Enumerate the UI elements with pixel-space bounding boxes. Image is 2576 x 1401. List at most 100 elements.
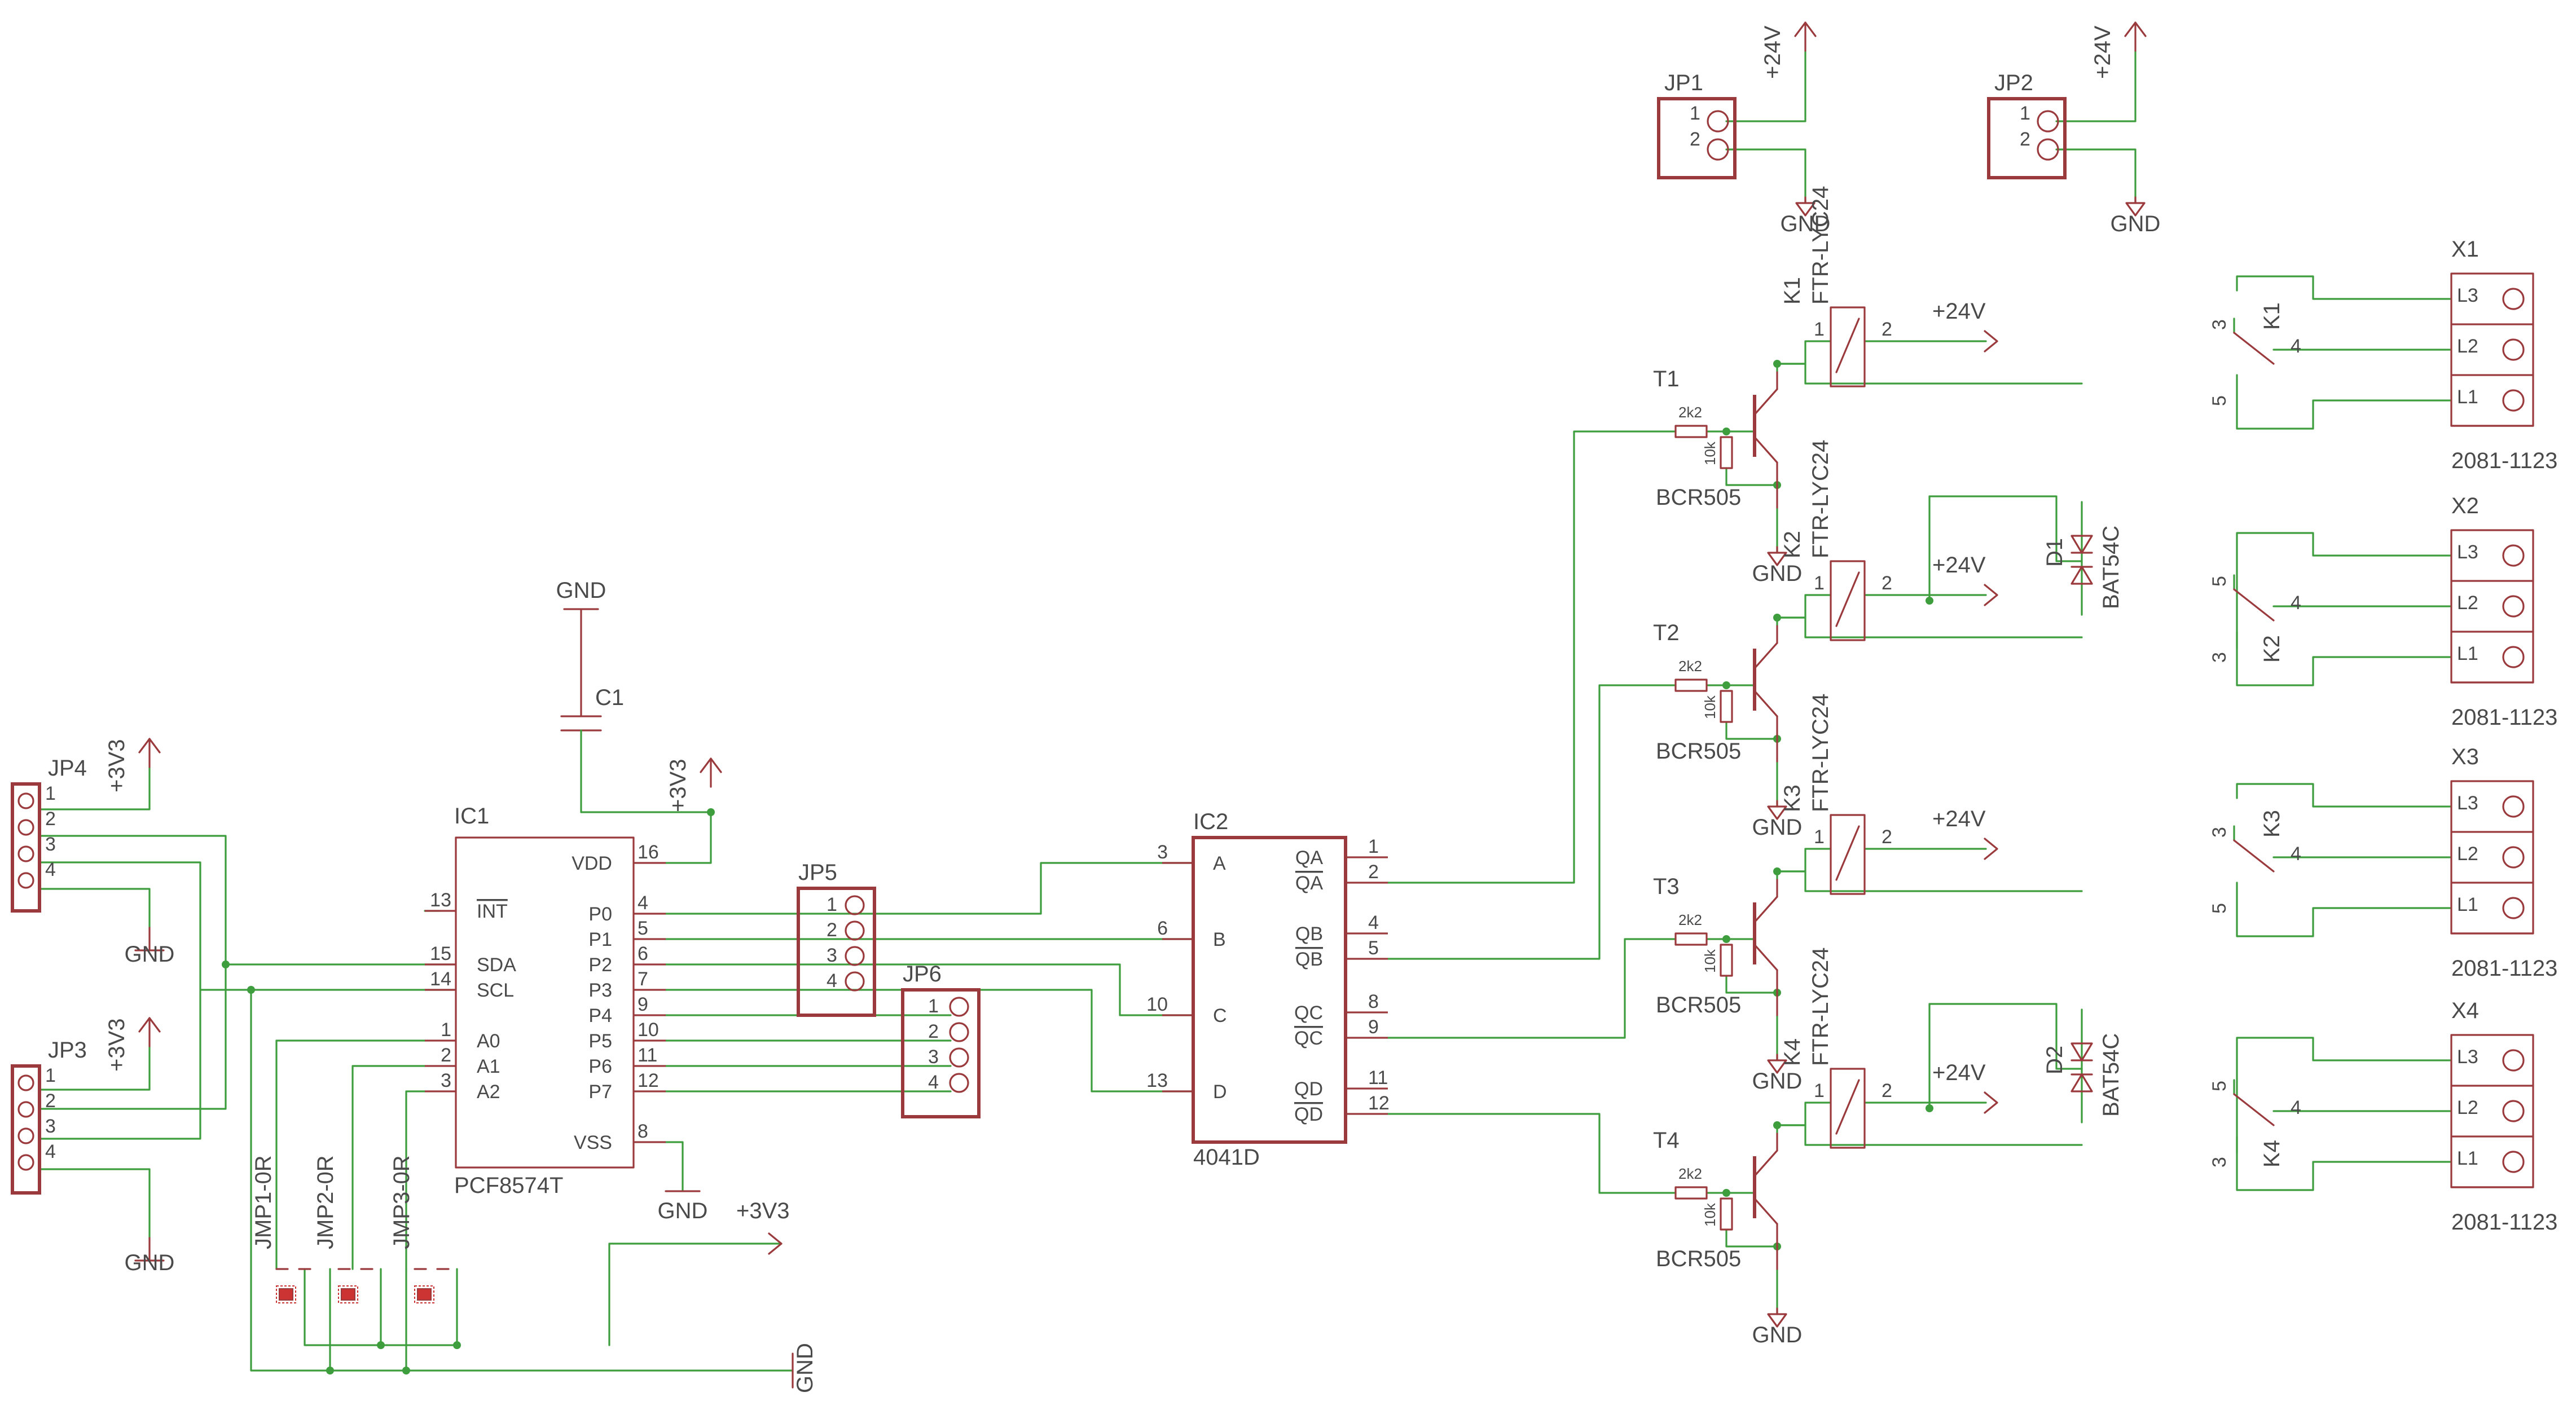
terminal-name: X4 bbox=[2451, 998, 2479, 1023]
ic1-pin-number: 8 bbox=[638, 1121, 648, 1142]
relay-coil-diag bbox=[1835, 571, 1860, 627]
t-emitter bbox=[1753, 436, 1778, 464]
terminal-value: 2081-1123 bbox=[2451, 1210, 2557, 1235]
jp12-pin-number: 2 bbox=[1690, 129, 1700, 150]
jumper-name: JMP3-0R bbox=[389, 1155, 414, 1249]
terminal-name: X1 bbox=[2451, 237, 2479, 262]
r2-value: 10k bbox=[1702, 1202, 1718, 1227]
jumper-name: JMP2-0R bbox=[313, 1155, 338, 1249]
ic2-pin-label: QD bbox=[1294, 1104, 1323, 1125]
relay-name: K2 bbox=[1780, 531, 1805, 558]
jumper-pad-outline bbox=[414, 1285, 434, 1303]
terminal-pin bbox=[2502, 795, 2525, 818]
ic2-pin-label: B bbox=[1213, 929, 1226, 950]
relay-name: K4 bbox=[1780, 1038, 1805, 1066]
ic2-pin-number: 6 bbox=[1157, 918, 1168, 939]
jp3-3v3-label: +3V3 bbox=[104, 1018, 129, 1072]
jp3-vcc-wire bbox=[38, 1045, 151, 1091]
junction-dot bbox=[1722, 1189, 1730, 1197]
junction-dot bbox=[222, 961, 230, 968]
gnd-bus bbox=[250, 989, 794, 1372]
transistor-name: T4 bbox=[1653, 1128, 1680, 1153]
terminal-pin bbox=[2502, 1151, 2525, 1173]
supply-arrow bbox=[1984, 838, 1998, 860]
terminal-pin-label: L1 bbox=[2457, 1148, 2478, 1169]
r1-value: 2k2 bbox=[1678, 1165, 1702, 1182]
ic2-pin-label: D bbox=[1213, 1081, 1227, 1103]
terminal-pin bbox=[2502, 1100, 2525, 1122]
t-gnd-label: GND bbox=[1752, 1323, 1803, 1347]
vss-gnd-label: GND bbox=[658, 1199, 708, 1223]
ic2-to-base bbox=[1387, 1113, 1677, 1194]
r2-emitter bbox=[1725, 1228, 1778, 1248]
relay-name: K1 bbox=[1780, 277, 1805, 305]
ic1-name: IC1 bbox=[454, 804, 489, 829]
jp6-pin-number: 3 bbox=[928, 1046, 939, 1068]
contact-pin-number: 4 bbox=[2291, 592, 2301, 614]
ic2-pin-number: 5 bbox=[1368, 937, 1379, 959]
contact-l1 bbox=[2236, 882, 2452, 937]
coil-pin-number: 2 bbox=[1882, 572, 1892, 594]
terminal-value: 2081-1123 bbox=[2451, 956, 2557, 981]
coil-pin-number: 1 bbox=[1814, 1080, 1825, 1102]
contact-relay-name: K4 bbox=[2260, 1140, 2284, 1168]
coil-1-wire bbox=[1776, 594, 1832, 627]
jp3-pin bbox=[17, 1101, 34, 1118]
r-2k2 bbox=[1674, 679, 1708, 692]
t-collector bbox=[1753, 1149, 1778, 1177]
gnd-triangle bbox=[2125, 202, 2146, 217]
wire-layer bbox=[38, 50, 2452, 1374]
contact-pin-number: 3 bbox=[2209, 1157, 2230, 1168]
terminal-pin-label: L1 bbox=[2457, 386, 2478, 408]
r1-value: 2k2 bbox=[1678, 404, 1702, 421]
terminal-pin-label: L2 bbox=[2457, 592, 2478, 614]
c1-gnd-label: GND bbox=[556, 578, 606, 603]
jp4-pin bbox=[17, 819, 34, 836]
junction-dot bbox=[453, 1341, 461, 1349]
ic1-pin-label: A1 bbox=[477, 1056, 500, 1077]
jp12-pin-number: 2 bbox=[2020, 129, 2030, 150]
diode-return bbox=[1776, 616, 2083, 638]
jp4-pin-number: 2 bbox=[45, 808, 56, 830]
terminal-pin-label: L3 bbox=[2457, 1046, 2478, 1068]
supply-arrow bbox=[1984, 584, 1998, 606]
ic1-pin-number: 15 bbox=[430, 943, 451, 964]
jp6-pin bbox=[949, 1047, 969, 1068]
t-gnd-label: GND bbox=[1752, 815, 1803, 840]
ic2-pin-number: 2 bbox=[1368, 861, 1379, 883]
gnd-triangle bbox=[1767, 1313, 1787, 1328]
ic2-pin-label: QC bbox=[1294, 1002, 1323, 1024]
ic2-pin-number: 10 bbox=[1146, 994, 1168, 1015]
jp12-vcc bbox=[1725, 50, 1806, 122]
t-collector bbox=[1753, 642, 1778, 669]
ic2-pin-label: QB bbox=[1295, 949, 1323, 970]
contact-pin-number: 4 bbox=[2291, 336, 2301, 357]
terminal-pin-label: L3 bbox=[2457, 285, 2478, 306]
jp3-pin-number: 1 bbox=[45, 1065, 56, 1086]
r-2k2 bbox=[1674, 1186, 1708, 1200]
ic1-pin-label: P1 bbox=[588, 929, 612, 950]
ic2-to-base bbox=[1387, 684, 1677, 960]
jp4-gnd-wire bbox=[38, 888, 151, 929]
sda-bus-a bbox=[38, 835, 227, 1110]
supply-arrow bbox=[1984, 330, 1998, 353]
r2-value: 10k bbox=[1702, 949, 1718, 973]
coil-1-wire bbox=[1776, 1102, 1832, 1135]
contact-l3 bbox=[2236, 783, 2452, 808]
ic2-pin-number: 4 bbox=[1368, 912, 1379, 933]
terminal-pin-label: L1 bbox=[2457, 643, 2478, 664]
relay-value: FTR-LYC24 bbox=[1808, 694, 1833, 812]
jp5-pin bbox=[845, 971, 865, 992]
diode-name: D2 bbox=[2042, 1046, 2067, 1074]
jp4-gnd-label: GND bbox=[125, 942, 175, 967]
contact-arm bbox=[2233, 332, 2275, 365]
ic2-pin-label: QB bbox=[1295, 923, 1323, 945]
ic1-pin-number: 6 bbox=[638, 943, 648, 964]
ic1-pin-label: P4 bbox=[588, 1005, 612, 1026]
jp6-pin-number: 4 bbox=[928, 1072, 939, 1093]
jp5-pin-number: 4 bbox=[827, 970, 837, 992]
gnd-triangle bbox=[1767, 552, 1787, 566]
jp3-pin bbox=[17, 1154, 34, 1171]
jumper-pad bbox=[417, 1288, 432, 1301]
jp3-gnd-wire bbox=[38, 1168, 151, 1239]
